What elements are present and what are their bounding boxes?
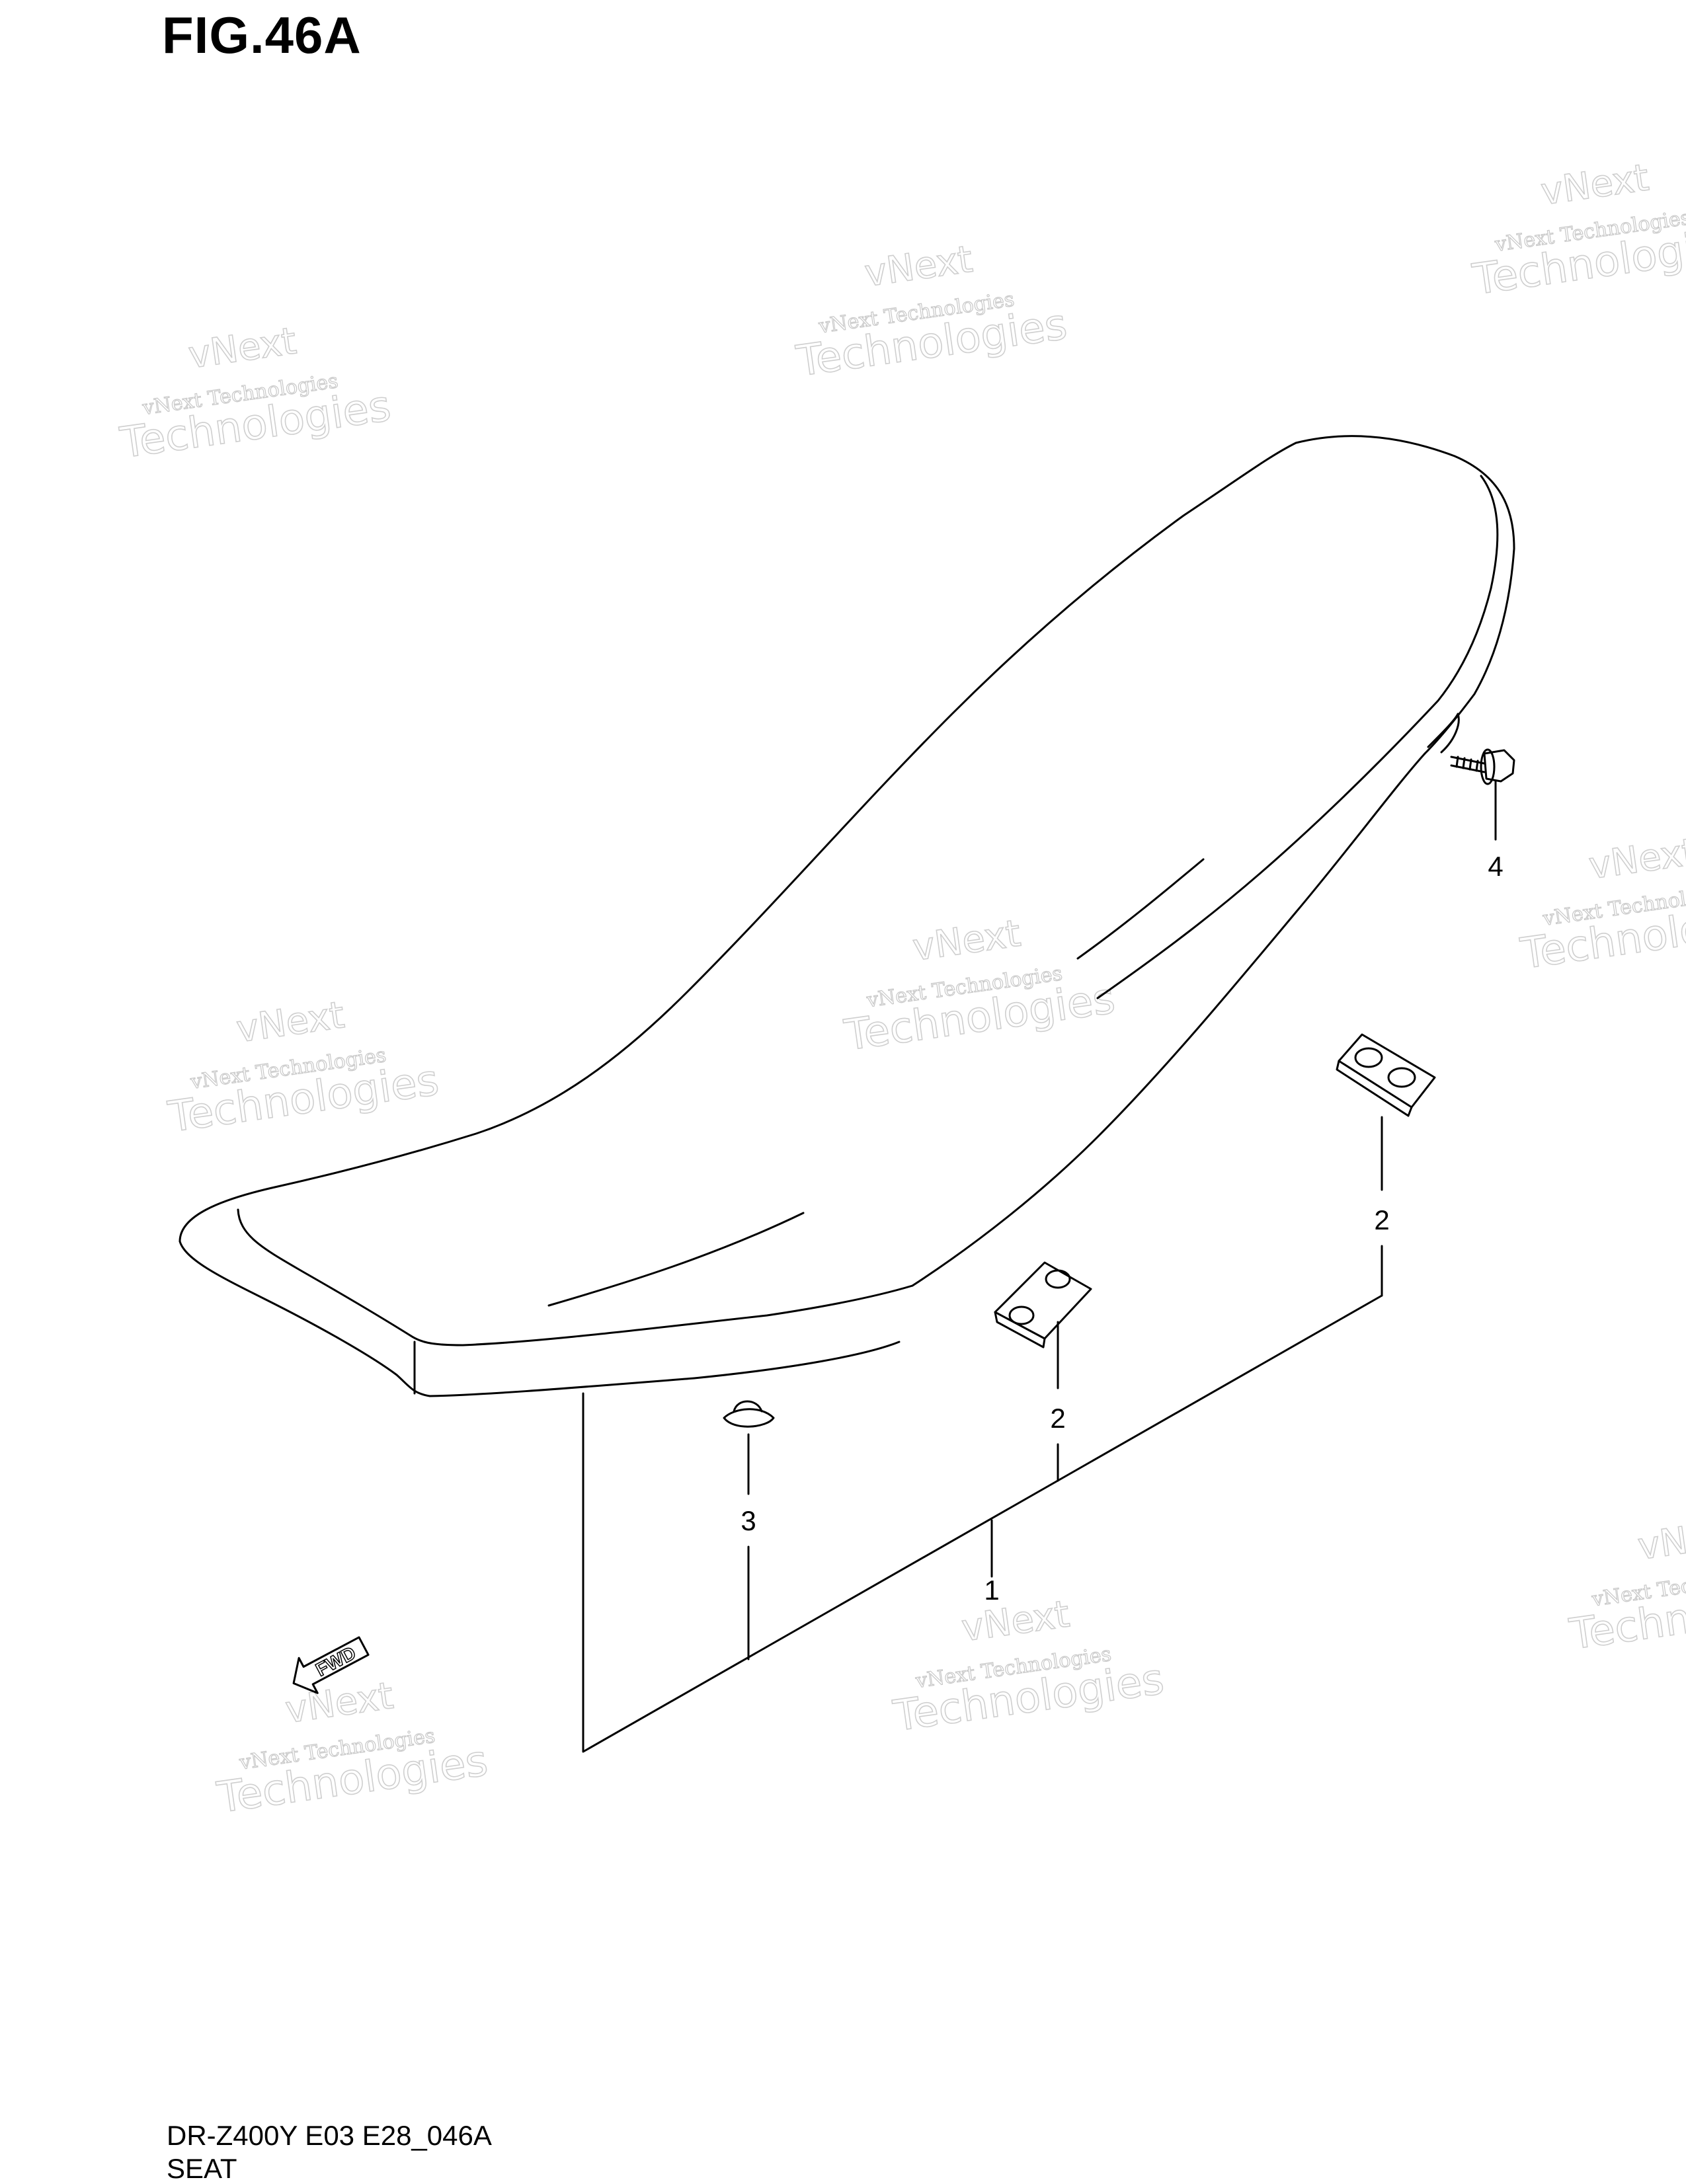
seat-front-edge	[179, 1240, 901, 1397]
cushion-hole	[1008, 1306, 1035, 1325]
seat-top-outline	[179, 435, 1515, 1243]
bolt-head	[1483, 749, 1515, 783]
bolt-washer	[1480, 748, 1496, 785]
cushion-base	[723, 1408, 775, 1428]
seat-mount-tab	[1427, 713, 1460, 754]
watermark: vNext vNext Technologies Technologies	[841, 912, 1119, 1061]
callout-3: 3	[741, 1505, 756, 1536]
callout-brackets	[582, 1294, 1383, 1753]
seat-crease-line	[1076, 858, 1205, 960]
watermark-line1: vNext	[234, 994, 347, 1051]
cushion-side	[1336, 1060, 1413, 1117]
watermark-line1: vNext	[1539, 156, 1652, 214]
watermark: vNext vNext Technologies Technologies	[1566, 1510, 1686, 1660]
watermark-line1: vNext	[959, 1592, 1072, 1650]
cushion-hole	[1387, 1067, 1416, 1088]
watermark-line1: vNext	[1635, 1511, 1686, 1569]
callout-1: 1	[984, 1575, 999, 1606]
figure-title: FIG.46A	[162, 6, 362, 64]
bolt-part-4	[1450, 748, 1515, 841]
bolt-threads	[1455, 756, 1479, 772]
cushion-body	[994, 1261, 1092, 1340]
seat-part-1	[179, 435, 1515, 1397]
cushion-side	[994, 1311, 1046, 1348]
seat-inner-top-edge	[237, 1208, 914, 1346]
seat-right-side-edge	[1096, 475, 1499, 999]
watermark-line1: vNext	[283, 1674, 396, 1732]
watermark: vNext vNext Technologies Technologies	[165, 993, 442, 1142]
cushion-top	[733, 1400, 763, 1413]
watermark-line1: vNext	[186, 319, 299, 377]
watermark: vNext vNext Technologies Technologies	[793, 237, 1070, 387]
watermark: vNext vNext Technologies Technologies	[214, 1674, 491, 1823]
seat-side-lower-edge	[911, 752, 1426, 1287]
watermark-line1: vNext	[1586, 830, 1686, 888]
cushion-body	[1338, 1033, 1436, 1109]
diagram-code: DR-Z400Y E03 E28_046A	[167, 2120, 492, 2151]
watermark: vNext vNext Technologies Technologies	[116, 319, 394, 469]
bracket-frame	[582, 1294, 1383, 1753]
watermark: vNext vNext Technologies Technologies	[890, 1592, 1168, 1742]
watermark-line1: vNext	[910, 912, 1024, 970]
callout-4: 4	[1488, 851, 1503, 882]
cushion-hole	[1045, 1269, 1071, 1289]
watermark-group: vNext vNext Technologies Technologies vN…	[116, 156, 1686, 1824]
watermark-line1: vNext	[862, 238, 975, 295]
callout-2-right: 2	[1374, 1204, 1389, 1235]
diagram-name: SEAT	[167, 2153, 237, 2184]
cushion-part-2-right	[1336, 1033, 1436, 1297]
watermark: vNext vNext Technologies Technologies	[1469, 156, 1686, 305]
fwd-label: FWD	[312, 1643, 359, 1680]
watermark: vNext vNext Technologies Technologies	[1517, 830, 1686, 979]
callout-2-middle: 2	[1050, 1403, 1065, 1434]
cushion-part-3	[723, 1400, 775, 1660]
cushion-hole	[1354, 1047, 1383, 1068]
cushion-part-2-middle	[994, 1261, 1092, 1482]
seat-front-crease	[547, 1212, 805, 1307]
